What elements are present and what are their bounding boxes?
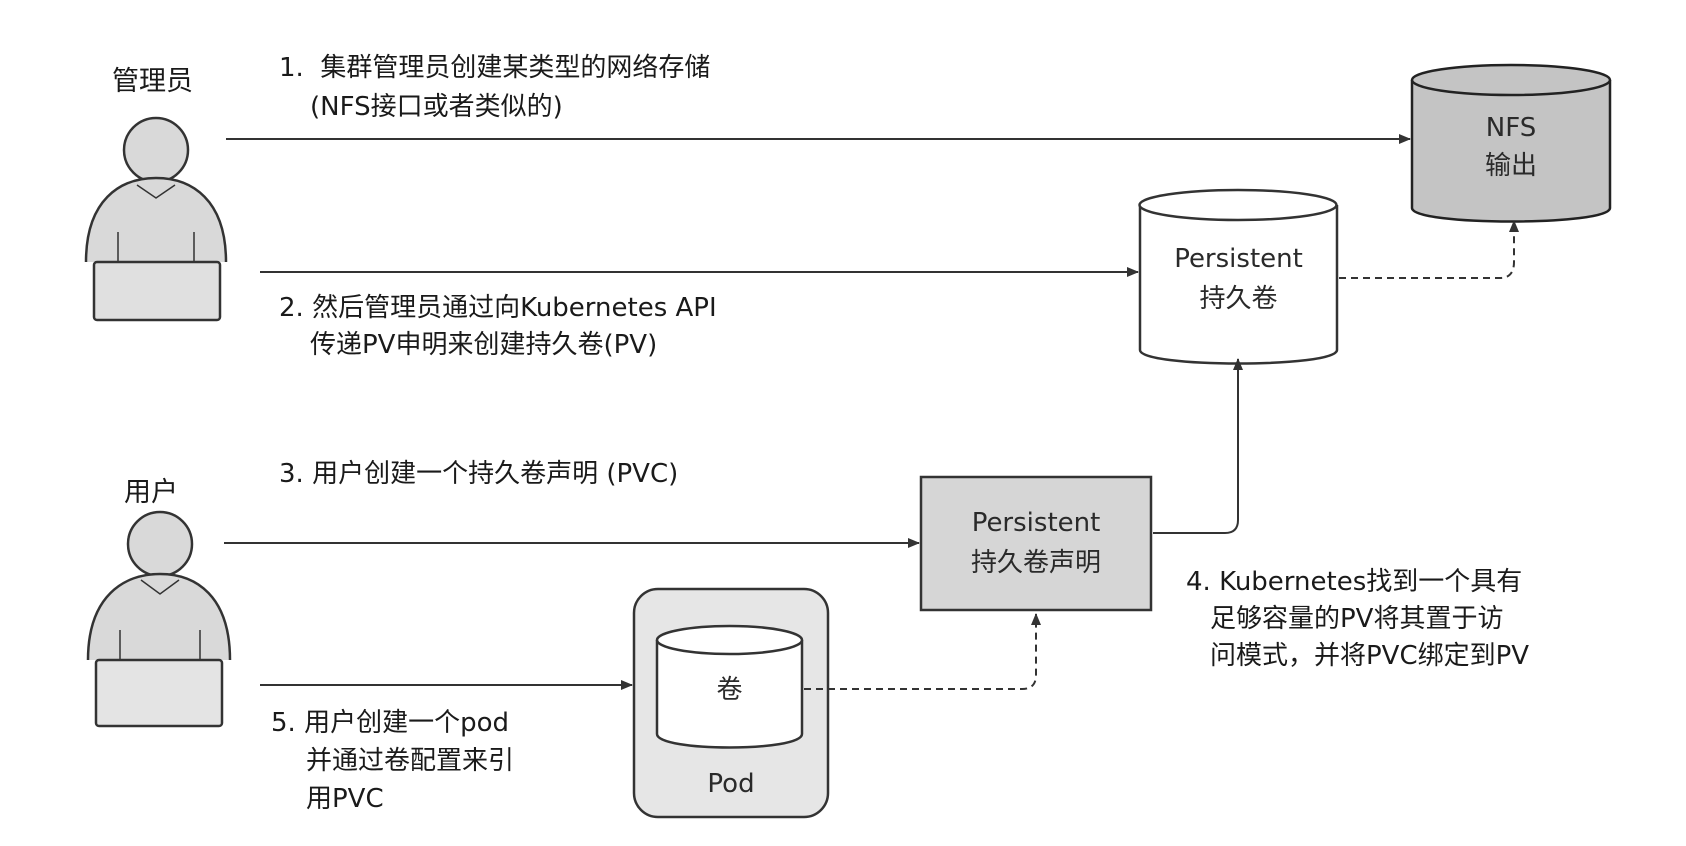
persistent-volume-cylinder bbox=[1138, 188, 1339, 365]
step5-line1: 5. 用户创建一个pod bbox=[271, 708, 509, 738]
step5-line2: 并通过卷配置来引 bbox=[306, 746, 515, 776]
step1-line1: 1. 集群管理员创建某类型的网络存储 bbox=[279, 53, 711, 83]
step2-line1: 2. 然后管理员通过向Kubernetes API bbox=[279, 293, 717, 323]
dashed-arrow-pv-to-nfs bbox=[1339, 220, 1519, 279]
step4-line3: 问模式，并将PVC绑定到PV bbox=[1210, 641, 1530, 671]
nfs-label-2: 输出 bbox=[1484, 151, 1537, 181]
user-person-icon bbox=[86, 510, 232, 728]
pv-label-2: 持久卷 bbox=[1199, 284, 1278, 314]
step4-line2: 足够容量的PV将其置于访 bbox=[1210, 604, 1504, 634]
admin-person-icon bbox=[84, 116, 228, 322]
step4-line1: 4. Kubernetes找到一个具有 bbox=[1186, 567, 1523, 597]
nfs-label-1: NFS bbox=[1485, 113, 1537, 143]
step2-line2: 传递PV申明来创建持久卷(PV) bbox=[310, 330, 658, 360]
step1-line2: (NFS接口或者类似的) bbox=[310, 92, 563, 122]
step3-line1: 3. 用户创建一个持久卷声明 (PVC) bbox=[279, 459, 679, 489]
arrow-pvc-to-pv bbox=[1153, 358, 1243, 534]
volume-label: 卷 bbox=[716, 675, 743, 705]
pod-volume-cylinder bbox=[655, 624, 804, 749]
pod-label: Pod bbox=[707, 769, 755, 799]
admin-label: 管理员 bbox=[112, 66, 193, 97]
dashed-arrow-volume-to-pvc bbox=[804, 613, 1041, 690]
user-label: 用户 bbox=[124, 477, 178, 508]
pvc-label-1: Persistent bbox=[971, 508, 1101, 538]
nfs-export-cylinder bbox=[1410, 63, 1612, 223]
pv-label-1: Persistent bbox=[1174, 244, 1303, 274]
pvc-box bbox=[919, 475, 1153, 612]
pvc-label-2: 持久卷声明 bbox=[970, 548, 1101, 578]
step5-line3: 用PVC bbox=[306, 784, 384, 814]
